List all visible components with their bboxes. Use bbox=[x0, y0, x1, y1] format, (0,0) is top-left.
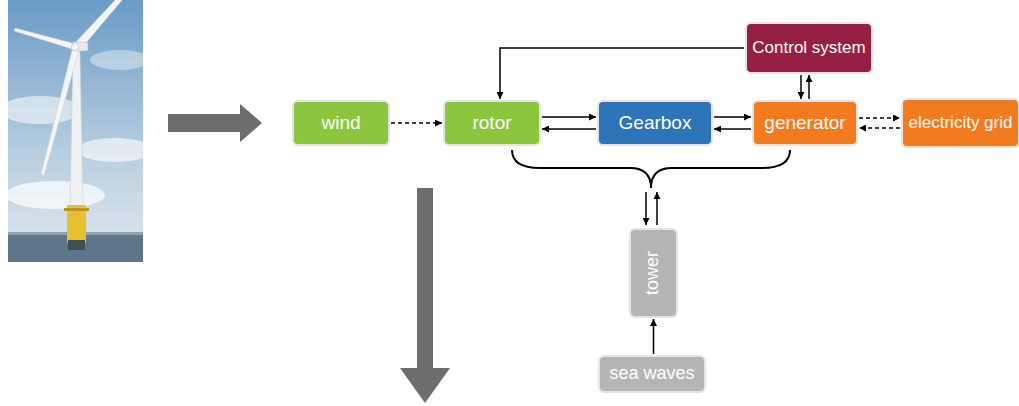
flow-arrow bbox=[859, 127, 900, 129]
signal-arrow bbox=[542, 128, 596, 130]
signal-arrow bbox=[542, 116, 596, 118]
cloud bbox=[8, 181, 105, 209]
node-label: Gearbox bbox=[619, 113, 692, 134]
nacelle bbox=[72, 42, 88, 51]
blade bbox=[41, 46, 79, 176]
cloud bbox=[8, 96, 80, 124]
flow-arrow bbox=[391, 122, 442, 124]
node-label: generator bbox=[764, 113, 845, 134]
grid-box: electricity grid bbox=[901, 98, 1019, 148]
cloud bbox=[77, 138, 143, 162]
load-box: sea waves bbox=[598, 355, 706, 393]
control-box: Control system bbox=[745, 22, 873, 74]
component-box: generator bbox=[752, 100, 858, 146]
turbine-photo bbox=[8, 0, 143, 262]
source-box: wind bbox=[292, 100, 390, 146]
signal-arrow bbox=[653, 319, 655, 354]
brace bbox=[512, 150, 790, 188]
big-arrow-down bbox=[400, 188, 450, 403]
signal-arrow bbox=[714, 116, 751, 118]
component-box: Gearbox bbox=[597, 100, 713, 146]
structure-box: tower bbox=[629, 228, 678, 318]
node-label: sea waves bbox=[609, 364, 694, 384]
signal-arrow bbox=[800, 75, 802, 99]
hub bbox=[72, 44, 79, 51]
big-arrow-right bbox=[168, 104, 262, 142]
node-label: electricity grid bbox=[909, 114, 1013, 133]
load-arrow bbox=[656, 192, 658, 225]
blade bbox=[14, 28, 76, 50]
node-label: tower bbox=[644, 251, 664, 295]
node-label: rotor bbox=[472, 113, 511, 134]
node-label: wind bbox=[321, 113, 360, 134]
node-label: Control system bbox=[752, 39, 865, 58]
load-arrow bbox=[645, 192, 647, 225]
signal-arrow bbox=[808, 75, 810, 99]
sky bbox=[8, 0, 143, 262]
signal-arrow bbox=[714, 128, 751, 130]
flow-arrow bbox=[859, 117, 900, 119]
cloud bbox=[90, 50, 143, 70]
platform bbox=[64, 208, 89, 211]
component-box: rotor bbox=[443, 100, 541, 146]
foundation bbox=[68, 240, 85, 250]
signal-arrow bbox=[500, 48, 744, 99]
